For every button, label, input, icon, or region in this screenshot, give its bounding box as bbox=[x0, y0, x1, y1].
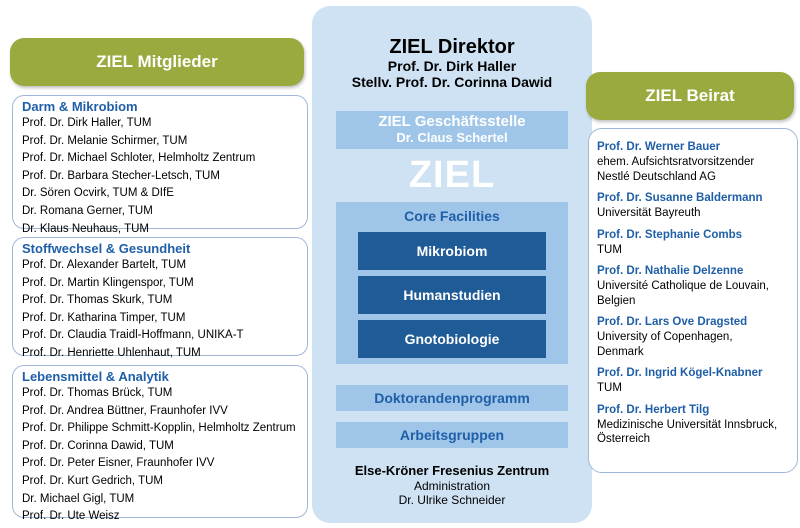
director-name: Prof. Dr. Dirk Haller bbox=[387, 58, 517, 74]
group-title: Darm & Mikrobiom bbox=[22, 99, 138, 114]
beirat-entry: Prof. Dr. Herbert Tilg Medizinische Univ… bbox=[597, 403, 797, 447]
group-darm-mikrobiom: Darm & Mikrobiom Prof. Dr. Dirk Haller, … bbox=[12, 95, 308, 235]
program-doktorandenprogramm: Doktorandenprogramm bbox=[336, 385, 568, 411]
efz-contact: Dr. Ulrike Schneider bbox=[398, 493, 506, 507]
member-item: Prof. Dr. Corinna Dawid, TUM bbox=[22, 439, 174, 452]
beirat-name: Prof. Dr. Werner Bauer bbox=[597, 141, 721, 153]
beirat-entry: Prof. Dr. Susanne Baldermann Universität… bbox=[597, 191, 797, 221]
core-facility-mikrobiom: Mikrobiom bbox=[358, 232, 546, 270]
member-item: Dr. Klaus Neuhaus, TUM bbox=[22, 222, 149, 235]
member-item: Prof. Dr. Claudia Traidl-Hoffmann, UNIKA… bbox=[22, 329, 244, 342]
member-item: Prof. Dr. Michael Schloter, Helmholtz Ze… bbox=[22, 152, 256, 165]
beirat-name: Prof. Dr. Ingrid Kögel-Knabner bbox=[597, 367, 763, 379]
beirat-name: Prof. Dr. Stephanie Combs bbox=[597, 228, 743, 241]
member-item: Prof. Dr. Barbara Stecher-Letsch, TUM bbox=[22, 169, 220, 182]
member-item: Prof. Dr. Kurt Gedrich, TUM bbox=[22, 474, 164, 487]
beirat-affiliation: Medizinische Universität Innsbruck, bbox=[597, 418, 778, 431]
members-pill: ZIEL Mitglieder bbox=[10, 38, 304, 86]
group-lebensmittel-analytik: Lebensmittel & Analytik Prof. Dr. Thomas… bbox=[12, 365, 308, 522]
beirat-affiliation: Österreich bbox=[597, 433, 651, 445]
core-facility-humanstudien: Humanstudien bbox=[358, 276, 546, 314]
office-name: Dr. Claus Schertel bbox=[396, 130, 508, 145]
beirat-entry: Prof. Dr. Ingrid Kögel-Knabner TUM bbox=[597, 366, 797, 396]
ziel-logo: ZIEL bbox=[408, 154, 496, 196]
beirat-affiliation: TUM bbox=[597, 243, 622, 256]
group-title: Lebensmittel & Analytik bbox=[22, 369, 169, 384]
member-item: Dr. Michael Gigl, TUM bbox=[22, 492, 135, 505]
member-item: Prof. Dr. Thomas Skurk, TUM bbox=[22, 294, 173, 307]
member-item: Prof. Dr. Alexander Bartelt, TUM bbox=[22, 259, 187, 271]
member-item: Dr. Romana Gerner, TUM bbox=[22, 204, 153, 217]
beirat-affiliation: University of Copenhagen, bbox=[597, 331, 733, 343]
group-stoffwechsel-gesundheit: Stoffwechsel & Gesundheit Prof. Dr. Alex… bbox=[12, 237, 308, 359]
core-facilities-title: Core Facilities bbox=[404, 208, 500, 224]
office-title: ZIEL Geschäftsstelle bbox=[378, 113, 526, 130]
member-item: Prof. Dr. Thomas Brück, TUM bbox=[22, 387, 173, 399]
beirat-name: Prof. Dr. Herbert Tilg bbox=[597, 403, 710, 416]
member-item: Prof. Dr. Dirk Haller, TUM bbox=[22, 117, 152, 129]
beirat-entry: Prof. Dr. Werner Bauer ehem. Aufsichtsra… bbox=[597, 140, 797, 184]
beirat-box: Prof. Dr. Werner Bauer ehem. Aufsichtsra… bbox=[588, 128, 798, 473]
efz-administration: Administration bbox=[413, 479, 491, 493]
director-title: ZIEL Direktor bbox=[389, 36, 515, 58]
beirat-affiliation: Université Catholique de Louvain, bbox=[597, 280, 769, 292]
beirat-affiliation: ehem. Aufsichtsratvorsitzender bbox=[597, 156, 755, 168]
program-arbeitsgruppen: Arbeitsgruppen bbox=[336, 422, 568, 448]
member-item: Prof. Dr. Katharina Timper, TUM bbox=[22, 311, 186, 324]
member-item: Prof. Dr. Philippe Schmitt-Kopplin, Helm… bbox=[22, 422, 296, 435]
member-item: Prof. Dr. Andrea Büttner, Fraunhofer IVV bbox=[22, 404, 228, 417]
member-item: Prof. Dr. Ute Weisz bbox=[22, 510, 120, 523]
group-title: Stoffwechsel & Gesundheit bbox=[22, 241, 191, 256]
beirat-entry: Prof. Dr. Nathalie Delzenne Université C… bbox=[597, 264, 797, 308]
director-deputy: Stellv. Prof. Dr. Corinna Dawid bbox=[351, 74, 553, 90]
member-item: Prof. Dr. Melanie Schirmer, TUM bbox=[22, 134, 188, 147]
beirat-affiliation: Belgien bbox=[597, 294, 636, 307]
member-item: Prof. Dr. Peter Eisner, Fraunhofer IVV bbox=[22, 457, 215, 470]
efz-name: Else-Kröner Fresenius Zentrum bbox=[354, 463, 550, 478]
beirat-name: Prof. Dr. Lars Ove Dragsted bbox=[597, 316, 748, 328]
beirat-affiliation: Universität Bayreuth bbox=[597, 207, 701, 219]
office-box: ZIEL Geschäftsstelle Dr. Claus Schertel bbox=[336, 111, 568, 149]
beirat-name: Prof. Dr. Susanne Baldermann bbox=[597, 192, 763, 204]
member-item: Prof. Dr. Martin Klingenspor, TUM bbox=[22, 276, 194, 289]
beirat-affiliation: TUM bbox=[597, 382, 622, 394]
member-item: Dr. Sören Ocvirk, TUM & DIfE bbox=[22, 187, 174, 200]
beirat-name: Prof. Dr. Nathalie Delzenne bbox=[597, 265, 744, 277]
beirat-entry: Prof. Dr. Stephanie Combs TUM bbox=[597, 228, 797, 258]
beirat-affiliation: Nestlé Deutschland AG bbox=[597, 170, 716, 183]
beirat-affiliation: Denmark bbox=[597, 345, 644, 358]
beirat-pill: ZIEL Beirat bbox=[586, 72, 794, 120]
beirat-entry: Prof. Dr. Lars Ove Dragsted University o… bbox=[597, 315, 797, 359]
member-item: Prof. Dr. Henriette Uhlenhaut, TUM bbox=[22, 346, 201, 359]
core-facility-gnotobiologie: Gnotobiologie bbox=[358, 320, 546, 358]
